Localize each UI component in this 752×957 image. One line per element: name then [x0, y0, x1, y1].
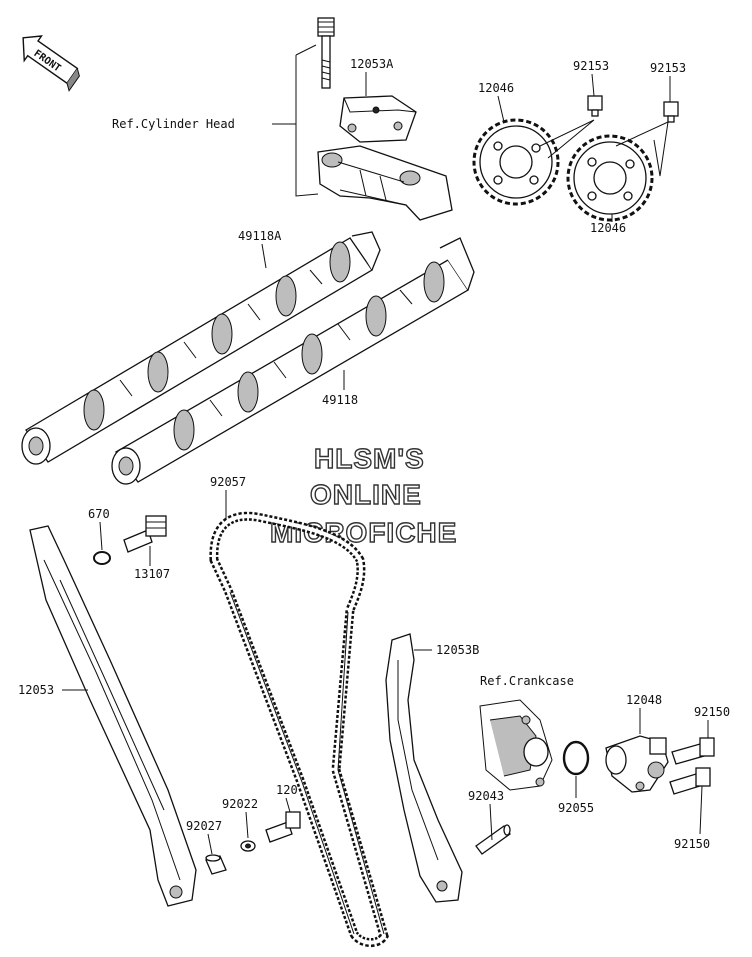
watermark-line-2: ONLINE: [310, 479, 422, 510]
part-92043-label: 92043: [468, 789, 504, 803]
watermark-line-1: HLSM'S: [314, 443, 425, 474]
sprocket-bolt-a: [587, 95, 603, 117]
crankcase-section: [479, 699, 553, 791]
part-120-label: 120: [276, 783, 298, 797]
ref-crankcase-label: Ref.Crankcase: [480, 674, 574, 688]
part-92055-label: 92055: [558, 801, 594, 815]
dowel-pin-92043: [475, 824, 511, 855]
cam-sprocket-bottom: [566, 134, 654, 222]
chain-guide-12053b: [385, 633, 463, 903]
ref-cylinder-head-label: Ref.Cylinder Head: [112, 117, 235, 131]
gasket-92055: [562, 740, 590, 776]
collar-92027: [205, 854, 227, 875]
tensioner-bolt-a: [671, 737, 715, 765]
part-12046-bottom-label: 12046: [590, 221, 626, 235]
part-92150-b-label: 92150: [674, 837, 710, 851]
watermark-line-3: MICROFICHE: [270, 517, 457, 548]
sprocket-bolt-b: [663, 101, 679, 123]
part-92153-a-label: 92153: [573, 59, 609, 73]
part-92153-b-label: 92153: [650, 61, 686, 75]
camshaft-49118a: [21, 231, 381, 465]
part-92057-label: 92057: [210, 475, 246, 489]
part-12053a-label: 12053A: [350, 57, 394, 71]
camshaft-holder-assembly: [317, 17, 453, 221]
front-arrow-icon: FRONT: [22, 35, 80, 92]
part-49118a-label: 49118A: [238, 229, 282, 243]
cam-sprocket-top: [472, 118, 560, 206]
part-12053-label: 12053: [18, 683, 54, 697]
part-12048-label: 12048: [626, 693, 662, 707]
part-92150-a-label: 92150: [694, 705, 730, 719]
washer-92022: [240, 840, 256, 852]
cam-chain: [209, 511, 389, 947]
part-49118-label: 49118: [322, 393, 358, 407]
chain-tensioner-12048: [605, 735, 669, 793]
chain-guide-12053: [29, 525, 197, 907]
tensioner-bolt-b: [669, 767, 711, 795]
part-670-label: 670: [88, 507, 110, 521]
camshaft-49118: [111, 237, 475, 485]
guide-bolt-13107: [123, 515, 167, 553]
part-92027-label: 92027: [186, 819, 222, 833]
part-13107-label: 13107: [134, 567, 170, 581]
o-ring-670: [93, 551, 111, 565]
bolt-120: [265, 811, 301, 843]
part-92022-label: 92022: [222, 797, 258, 811]
part-12046-top-label: 12046: [478, 81, 514, 95]
part-12053b-label: 12053B: [436, 643, 479, 657]
